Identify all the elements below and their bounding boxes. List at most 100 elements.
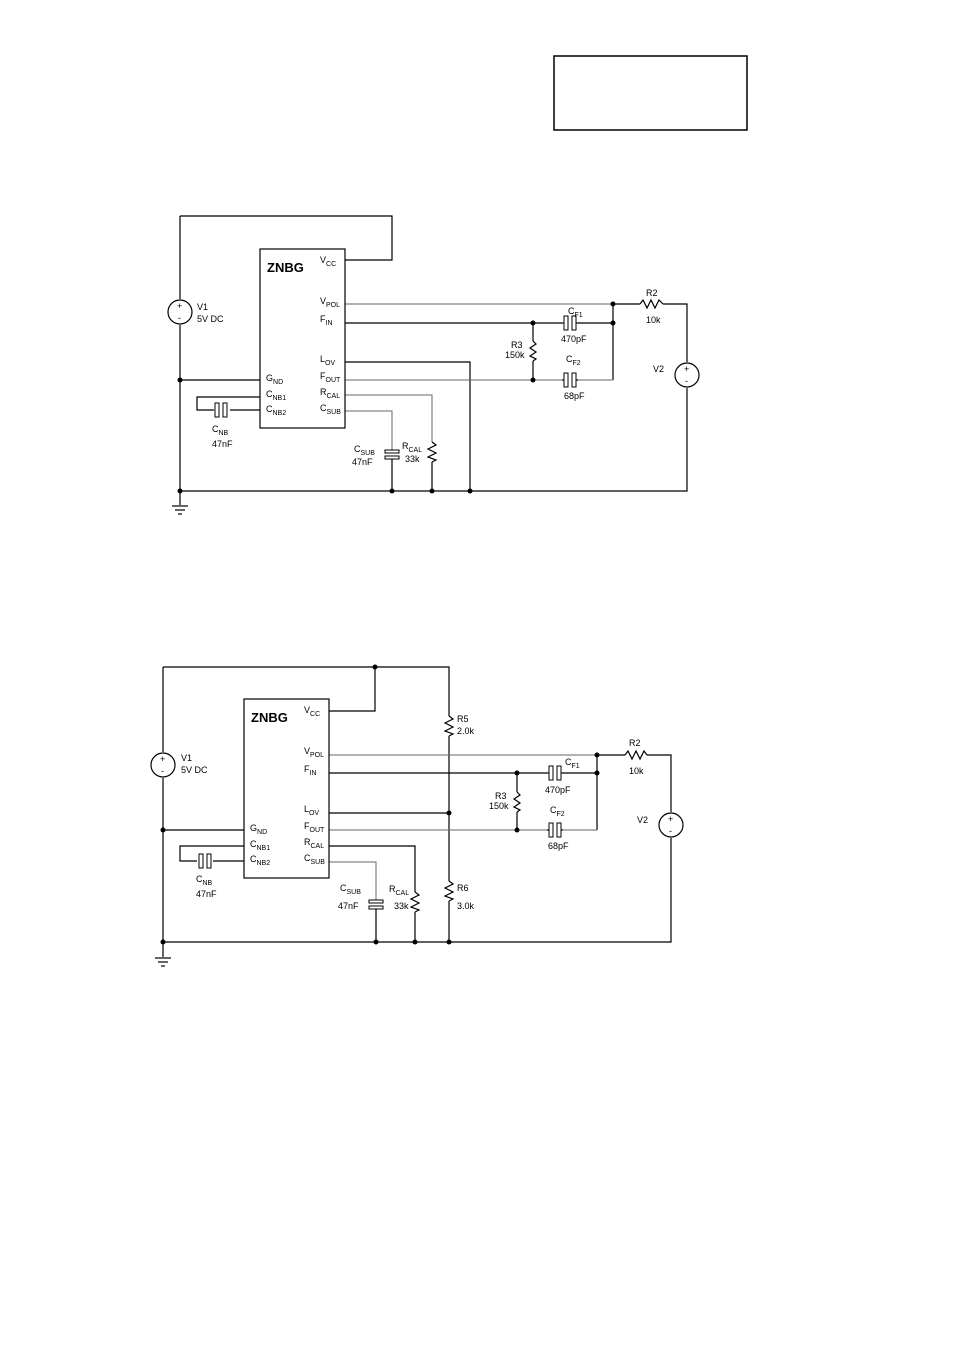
r2-resistor-1 (640, 300, 663, 308)
v2-label-1: V2 (653, 364, 664, 374)
r6-label-2: R6 (457, 883, 469, 893)
csub-label-1: CSUB (354, 444, 375, 457)
r5-value-2: 2.0k (457, 726, 475, 736)
r3-resistor-2 (514, 792, 520, 812)
csub-plate-b-2 (369, 906, 383, 909)
junction-2b (161, 828, 166, 833)
rcal-wire-1 (345, 395, 432, 442)
r2-label-1: R2 (646, 288, 658, 298)
v1-plus-1: + (177, 301, 182, 311)
rcal-label-1: RCAL (402, 441, 422, 454)
cf2-plate-b-1 (572, 373, 576, 387)
csub-wire-1 (345, 411, 392, 450)
cnb-plate-b-1 (223, 403, 227, 417)
r2-right-wire-1 (663, 304, 687, 362)
v1-value-2: 5V DC (181, 765, 208, 775)
cf2-plate-a-1 (564, 373, 568, 387)
cnb-plate-a-2 (199, 854, 203, 868)
junction-1e (468, 489, 473, 494)
r3-label-1: R3 (511, 340, 523, 350)
v1-minus-2: - (161, 766, 164, 776)
r5-label-2: R5 (457, 714, 469, 724)
junction-1f (531, 321, 536, 326)
rcal-resistor-1 (428, 442, 436, 462)
csub-plate-a-1 (385, 450, 399, 453)
cf1-plate-a-2 (549, 766, 553, 780)
junction-1i (611, 321, 616, 326)
cf1-plate-b-2 (557, 766, 561, 780)
cnb-label-1: CNB (212, 424, 229, 437)
v1-minus-1: - (178, 313, 181, 323)
junction-2h (515, 771, 520, 776)
circuit-2: ZNBG VCC VPOL FIN LOV FOUT RCAL CSUB GND… (151, 665, 683, 967)
junction-1g (531, 378, 536, 383)
cnb-label-2: CNB (196, 874, 213, 887)
rcal-value-1: 33k (405, 454, 420, 464)
cf1-value-2: 470pF (545, 785, 571, 795)
circuit-1: ZNBG VCC VPOL FIN LOV FOUT RCAL CSUB GND… (168, 216, 699, 514)
r3-value-2: 150k (489, 801, 509, 811)
vcc-wire-2 (329, 667, 375, 711)
junction-1b (178, 489, 183, 494)
csub-label-2: CSUB (340, 883, 361, 896)
cnb-plate-b-2 (207, 854, 211, 868)
junction-1h (611, 302, 616, 307)
r6-resistor-2 (445, 881, 453, 901)
cf2-value-1: 68pF (564, 391, 585, 401)
cf1-value-1: 470pF (561, 334, 587, 344)
junction-2c (161, 940, 166, 945)
cf1-label-1: CF1 (568, 306, 583, 319)
csub-plate-b-1 (385, 456, 399, 459)
v1-plus-2: + (160, 754, 165, 764)
junction-2g (447, 811, 452, 816)
r3-resistor-1 (530, 341, 536, 361)
csub-value-2: 47nF (338, 901, 359, 911)
ic-title-1: ZNBG (267, 260, 304, 275)
v2-minus-2: - (669, 826, 672, 836)
cnb-value-2: 47nF (196, 889, 217, 899)
cf1-label-2: CF1 (565, 757, 580, 770)
junction-2j (595, 753, 600, 758)
r3-value-1: 150k (505, 350, 525, 360)
cnb-plate-a-1 (215, 403, 219, 417)
top-box (554, 56, 747, 130)
bottom-rail-2 (163, 838, 671, 942)
v1-value-1: 5V DC (197, 314, 224, 324)
cf2-value-2: 68pF (548, 841, 569, 851)
junction-2d (374, 940, 379, 945)
junction-2a (373, 665, 378, 670)
junction-2i (515, 828, 520, 833)
r6-value-2: 3.0k (457, 901, 475, 911)
r2-right-wire-2 (647, 755, 671, 812)
rcal-label-2: RCAL (389, 884, 409, 897)
r3-label-2: R3 (495, 791, 507, 801)
junction-2e (413, 940, 418, 945)
r2-value-1: 10k (646, 315, 661, 325)
junction-1c (390, 489, 395, 494)
r2-resistor-2 (625, 751, 647, 759)
ground-symbol-2 (155, 958, 171, 966)
cf1-plate-a-1 (564, 316, 568, 330)
cnb-left-wire-1 (197, 397, 260, 410)
r2-value-2: 10k (629, 766, 644, 776)
v2-plus-1: + (684, 364, 689, 374)
lov-wire-1 (345, 362, 470, 491)
v2-minus-1: - (685, 376, 688, 386)
v2-label-2: V2 (637, 815, 648, 825)
cf2-label-1: CF2 (566, 354, 581, 367)
csub-value-1: 47nF (352, 457, 373, 467)
v2-plus-2: + (668, 814, 673, 824)
v1-label-1: V1 (197, 302, 208, 312)
junction-1a (178, 378, 183, 383)
cf2-label-2: CF2 (550, 805, 565, 818)
ic-title-2: ZNBG (251, 710, 288, 725)
rcal-resistor-2 (411, 892, 419, 912)
junction-2f (447, 940, 452, 945)
junction-1d (430, 489, 435, 494)
ground-symbol-1 (172, 506, 188, 514)
csub-plate-a-2 (369, 900, 383, 903)
rcal-value-2: 33k (394, 901, 409, 911)
cnb-left-wire-2 (180, 846, 244, 861)
cf2-plate-b-2 (557, 823, 561, 837)
